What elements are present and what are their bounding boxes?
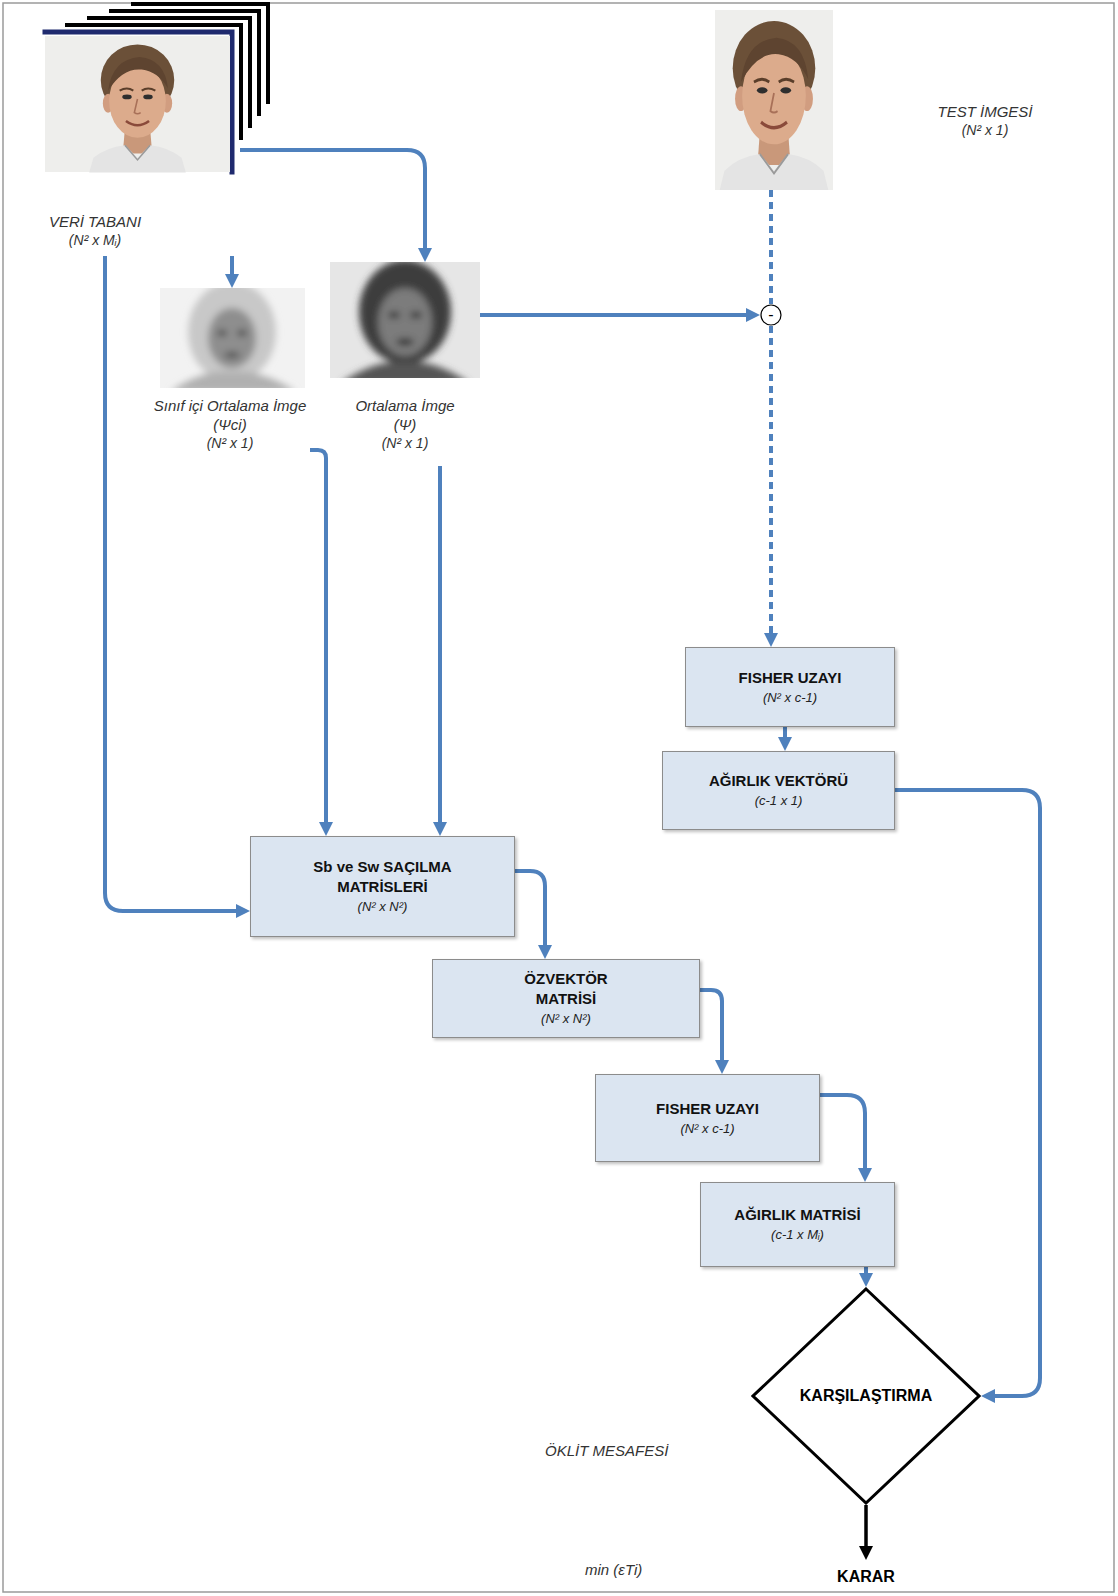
flow-arrow <box>105 256 250 918</box>
process-box: FISHER UZAYI(N² x c-1) <box>685 647 895 727</box>
dimension-text: (N² x c-1) <box>680 1120 734 1138</box>
flow-arrow <box>480 308 760 322</box>
flow-line <box>864 1505 868 1548</box>
flow-arrow <box>859 1505 873 1560</box>
test-image: TEST İMGESİ(N² x 1) <box>715 10 833 190</box>
class-mean-image: Sınıf içi Ortalama İmge (Ψci)(N² x 1) <box>150 288 310 458</box>
flow-arrow <box>820 1095 872 1182</box>
node-title: Sb ve Sw SAÇILMA MATRİSLERİ <box>298 857 468 897</box>
subtract-circle: - <box>760 304 782 326</box>
arrow-head <box>319 822 333 836</box>
flow-arrow <box>778 727 792 751</box>
node-title: VERİ TABANI <box>49 212 141 231</box>
node-title: FISHER UZAYI <box>739 668 842 688</box>
image-stack <box>45 4 268 172</box>
arrow-head <box>715 1060 729 1074</box>
flow-line <box>820 1095 865 1170</box>
flow-line <box>230 256 234 276</box>
flow-arrow <box>764 326 778 647</box>
flow-arrow <box>859 1267 873 1287</box>
flow-arrow <box>225 256 239 288</box>
arrow-head <box>859 1273 873 1287</box>
flow-line <box>480 313 748 317</box>
arrow-head <box>225 274 239 288</box>
database-image: VERİ TABANI(N² x Mᵢ) <box>30 20 240 256</box>
node-title: Ortalama İmge (Ψ) <box>355 396 455 434</box>
dimension-text: (N² x Mᵢ) <box>69 231 121 250</box>
node-title: TEST İMGESİ <box>937 102 1032 121</box>
result-text: KARAR <box>826 1560 906 1594</box>
flow-line <box>310 450 326 824</box>
arrow-head <box>538 945 552 959</box>
arrow-head <box>859 1546 873 1560</box>
class-mean-image <box>160 288 305 388</box>
flow-arrow <box>515 871 552 959</box>
method-note: ÖKLİT MESAFESİ <box>545 1442 668 1459</box>
flow-arrow <box>433 466 447 836</box>
flow-line <box>105 256 238 911</box>
arrow-head <box>746 308 760 322</box>
dimension-text: (N² x 1) <box>962 121 1009 140</box>
arrow-head <box>778 737 792 751</box>
process-box: AĞIRLIK VEKTÖRÜ(c-1 x 1) <box>662 751 895 830</box>
dimension-text: (c-1 x 1) <box>755 792 803 810</box>
flow-line <box>769 190 773 304</box>
arrow-head <box>236 904 250 918</box>
dimension-text: (N² x N²) <box>541 1010 591 1028</box>
dimension-text: (N² x 1) <box>207 434 254 453</box>
page-border <box>3 3 1114 1592</box>
node-title: FISHER UZAYI <box>656 1099 759 1119</box>
operator-circle <box>761 305 781 325</box>
flow-line <box>515 871 545 947</box>
dimension-text: (N² x c-1) <box>763 689 817 707</box>
flow-line <box>700 990 722 1062</box>
arrow-head <box>764 633 778 647</box>
process-box: ÖZVEKTÖR MATRİSİ(N² x N²) <box>432 959 700 1038</box>
node-title: KARŞILAŞTIRMA <box>800 1387 932 1405</box>
flow-line <box>438 466 442 824</box>
dimension-text: (N² x 1) <box>382 434 429 453</box>
flow-line <box>769 326 773 635</box>
dimension-text: (N² x N²) <box>358 898 408 916</box>
decision-diamond <box>753 1289 979 1503</box>
dimension-text: (c-1 x Mᵢ) <box>771 1226 824 1244</box>
face-photo <box>45 36 230 173</box>
process-box: Sb ve Sw SAÇILMA MATRİSLERİ(N² x N²) <box>250 836 515 937</box>
flow-arrow <box>310 450 333 836</box>
mean-image: Ortalama İmge (Ψ)(N² x 1) <box>335 262 480 466</box>
arrow-head <box>858 1168 872 1182</box>
arrow-head <box>418 248 432 262</box>
flow-arrow <box>700 990 729 1074</box>
process-box: FISHER UZAYI(N² x c-1) <box>595 1074 820 1162</box>
formula-text: min (εTi) <box>585 1561 642 1578</box>
flow-arrow <box>771 190 772 304</box>
flow-line <box>240 150 425 250</box>
node-title: - <box>768 306 773 324</box>
node-title: Sınıf içi Ortalama İmge (Ψci) <box>150 396 310 434</box>
mean-image <box>330 262 480 378</box>
face-photo <box>715 10 833 190</box>
decision-diamond: KARŞILAŞTIRMA <box>751 1287 981 1505</box>
node-title: KARAR <box>837 1566 895 1588</box>
node-title: AĞIRLIK MATRİSİ <box>734 1205 860 1225</box>
node-title: AĞIRLIK VEKTÖRÜ <box>709 771 848 791</box>
process-box: AĞIRLIK MATRİSİ(c-1 x Mᵢ) <box>700 1182 895 1267</box>
flow-arrow <box>895 790 1040 1403</box>
flow-arrow <box>240 150 432 262</box>
arrow-head <box>433 822 447 836</box>
flow-line <box>895 790 1040 1396</box>
arrow-head <box>981 1389 995 1403</box>
node-title: ÖZVEKTÖR MATRİSİ <box>511 969 621 1009</box>
